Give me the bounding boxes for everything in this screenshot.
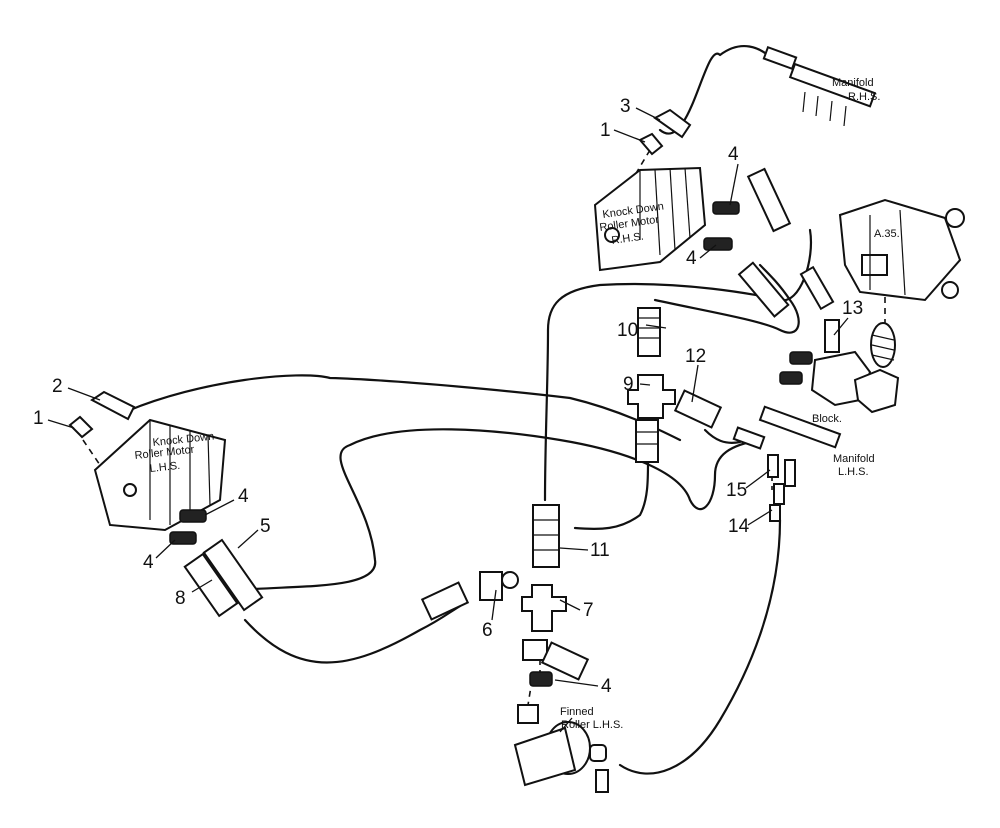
label-manifold-lhs: Manifold [833,453,875,465]
callout-8: 8 [175,588,186,609]
label-finned-line1: Finned [560,706,594,718]
label-motor-lhs-line3: L.H.S. [149,460,181,475]
callout-5: 5 [260,516,271,537]
hose-finned-to-lhs-manifold [618,518,782,775]
callout-4-upper-a: 4 [728,144,739,165]
callout-6: 6 [482,620,493,641]
hose-lhs-motor-to-tee [123,374,682,442]
hose-upper-crossover [653,263,800,334]
part-labels: Manifold R.H.S. Knock Down Roller Motor … [134,77,900,731]
bottom-fittings [517,639,590,724]
upper-fittings [703,167,835,318]
callout-4-bottom: 4 [601,676,612,697]
label-manifold-rhs: Manifold [832,77,874,89]
callout-3: 3 [620,96,631,117]
fitting-elbow-lower [68,390,136,439]
label-manifold-rhs-side: R.H.S. [848,91,880,103]
callout-1-lower: 1 [33,408,44,429]
label-motor-rhs-line3: R.H.S. [611,231,645,247]
leader-lines [47,107,849,733]
lower-left-fittings [169,509,264,618]
motor-lhs [93,418,227,532]
label-finned-line2: Roller L.H.S. [561,719,623,731]
callout-2: 2 [52,376,63,397]
manifold-rhs [762,45,877,127]
hose-11-down [573,460,650,530]
block-assembly [779,319,900,414]
fitting-column-center [532,307,676,568]
finned-roller-motor [513,721,609,793]
callout-11: 11 [590,540,610,561]
callout-9: 9 [623,374,634,395]
callout-10: 10 [617,320,638,341]
callout-4-left-b: 4 [143,552,154,573]
hose-lhs-long-loop [238,428,762,592]
label-block: Block. [812,413,842,425]
callout-14: 14 [728,516,750,537]
hose-lines [123,45,813,775]
motor-rhs [593,166,707,272]
callout-13: 13 [842,298,863,319]
spring-part [870,322,896,368]
valve-a35 [838,198,965,302]
tee-7 [521,584,567,632]
callout-1-upper: 1 [600,120,611,141]
fitting-12 [673,389,723,429]
hose-fitting12-to-lhs-manifold [703,428,742,444]
label-valve-a35: A.35. [874,228,900,240]
callout-4-left-a: 4 [238,486,249,507]
fitting-6 [420,571,519,621]
label-manifold-lhs-side: L.H.S. [838,466,869,478]
fitting-elbow-upper [638,108,692,156]
callout-12: 12 [685,346,706,367]
manifold-lhs [732,405,842,522]
callout-4-upper-b: 4 [686,248,697,269]
hose-lhs-return [243,604,462,664]
callout-15: 15 [726,480,747,501]
callout-7: 7 [583,600,594,621]
callout-numbers: 1 3 4 4 10 9 12 13 2 1 4 4 5 8 11 6 7 4 … [33,96,863,697]
